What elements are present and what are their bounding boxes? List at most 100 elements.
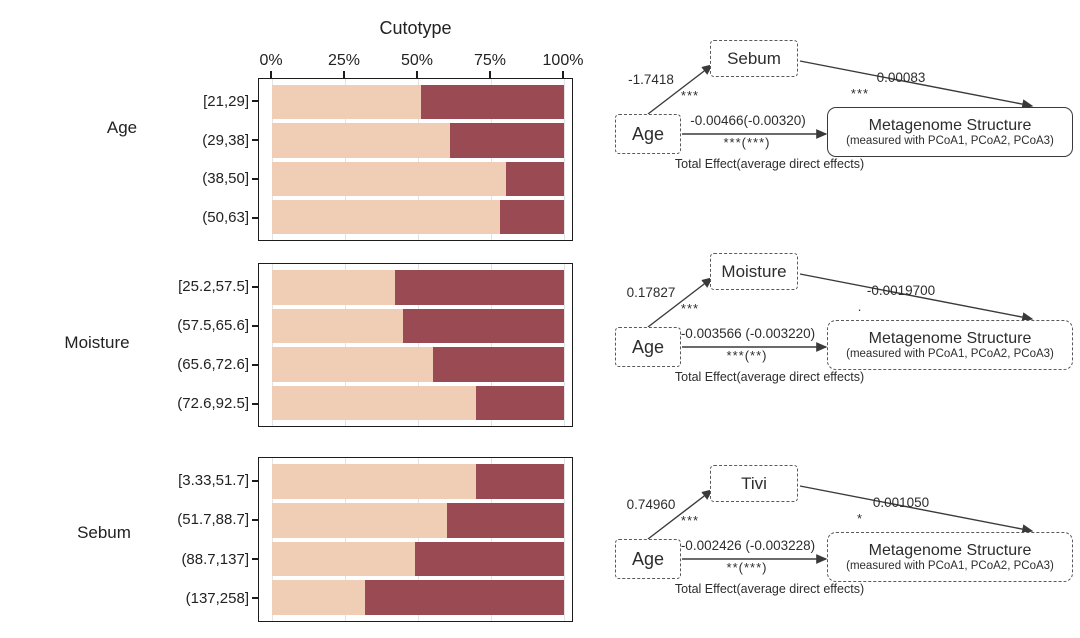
- x-axis-tick-mark: [489, 71, 491, 78]
- category-tick-mark: [252, 363, 258, 366]
- category-tick-mark: [252, 324, 258, 327]
- path-c-significance: ***(**): [726, 348, 768, 363]
- stacked-bar: [272, 385, 564, 420]
- category-row: [21,29]: [130, 84, 258, 119]
- exposure-node: Age: [615, 327, 681, 367]
- category-row: (50,63]: [130, 200, 258, 235]
- category-tick-mark: [252, 285, 258, 288]
- cutotype2-segment: [403, 308, 564, 343]
- category-tick-mark: [252, 177, 258, 180]
- outcome-title: Metagenome Structure: [868, 329, 1032, 347]
- category-tick-mark: [252, 597, 258, 600]
- path-b-significance: .: [857, 299, 863, 314]
- x-axis-tick-label: 0%: [259, 52, 283, 69]
- cutotype1-segment: [272, 123, 451, 158]
- mediator-node: Sebum: [710, 40, 798, 77]
- facet-label-moisture: Moisture: [64, 333, 130, 352]
- gridline: [272, 264, 273, 426]
- bar-chart-moisture: [25.2,57.5](57.5,65.6](65.6,72.6](72.6,9…: [130, 263, 573, 427]
- x-axis-tick-mark: [416, 71, 418, 78]
- category-label: (38,50]: [202, 170, 249, 188]
- total-effect-footnote: Total Effect(average direct effects): [674, 370, 865, 384]
- facet-label-sebum: Sebum: [77, 523, 131, 542]
- category-label: (29,38]: [202, 131, 249, 149]
- bar-area: [259, 79, 572, 240]
- category-label: (72.6,92.5]: [177, 395, 249, 412]
- x-axis-tick-label: 100%: [542, 52, 584, 69]
- total-effect-footnote: Total Effect(average direct effects): [674, 157, 865, 171]
- category-label: [3.33,51.7]: [178, 472, 249, 490]
- gridline: [564, 79, 565, 240]
- stacked-bar: [272, 85, 564, 120]
- stacked-bar: [272, 123, 564, 158]
- path-c-coefficient: -0.003566 (-0.003220): [680, 326, 816, 341]
- category-label: (137,258]: [185, 589, 249, 607]
- category-tick-mark: [252, 518, 258, 521]
- gridline: [345, 458, 346, 621]
- category-label: (88.7,137]: [181, 550, 249, 568]
- category-tick-mark: [252, 216, 258, 219]
- outcome-title: Metagenome Structure: [868, 116, 1032, 134]
- cutotype1-segment: [272, 464, 477, 499]
- cutotype1-segment: [272, 347, 433, 382]
- cutotype2-segment: [365, 580, 564, 615]
- outcome-node: Metagenome Structure (measured with PCoA…: [827, 532, 1073, 582]
- outcome-node: Metagenome Structure (measured with PCoA…: [827, 107, 1073, 157]
- category-row: (88.7,137]: [130, 542, 258, 577]
- mediator-label: Tivi: [741, 473, 767, 493]
- gridline: [491, 458, 492, 621]
- path-a-coefficient: 0.74960: [626, 497, 676, 512]
- cutotype2-segment: [420, 85, 564, 120]
- cutotype1-segment: [272, 161, 506, 196]
- outcome-subtitle: (measured with PCoA1, PCoA2, PCoA3): [846, 134, 1054, 147]
- outcome-subtitle: (measured with PCoA1, PCoA2, PCoA3): [846, 347, 1054, 360]
- path-c-significance: **(***): [726, 560, 768, 575]
- category-row: (65.6,72.6]: [130, 347, 258, 382]
- x-axis-tick-mark: [562, 71, 564, 78]
- category-label: (50,63]: [202, 209, 249, 227]
- category-row: (38,50]: [130, 162, 258, 197]
- cutotype2-segment: [476, 385, 564, 420]
- mediator-label: Sebum: [727, 48, 781, 68]
- exposure-label: Age: [631, 336, 665, 357]
- category-label: [21,29]: [203, 92, 249, 110]
- category-label: [25.2,57.5]: [178, 278, 249, 295]
- category-tick-mark: [252, 479, 258, 482]
- path-b-coefficient: -0.0019700: [866, 283, 936, 298]
- x-axis-tick-label: 25%: [327, 52, 361, 69]
- category-axis: [3.33,51.7](51.7,88.7](88.7,137](137,258…: [130, 457, 258, 622]
- cutotype1-segment: [272, 270, 395, 305]
- category-tick-mark: [252, 402, 258, 405]
- gridline: [564, 264, 565, 426]
- cutotype2-segment: [505, 161, 564, 196]
- cutotype2-segment: [432, 347, 564, 382]
- outcome-subtitle: (measured with PCoA1, PCoA2, PCoA3): [846, 559, 1054, 572]
- chart-panel: [258, 263, 573, 427]
- gridline: [345, 79, 346, 240]
- gridline: [491, 79, 492, 240]
- chart-panel: [258, 78, 573, 241]
- category-row: [3.33,51.7]: [130, 463, 258, 498]
- path-a-significance: ***: [680, 88, 700, 103]
- path-a-significance: ***: [680, 301, 700, 316]
- gridline: [418, 79, 419, 240]
- facet-label-age: Age: [106, 118, 138, 137]
- cutotype2-segment: [450, 123, 564, 158]
- bar-chart-age: [21,29] (29,38] (38,50] (50,63]: [130, 78, 573, 241]
- stacked-bar: [272, 541, 564, 577]
- outcome-node: Metagenome Structure (measured with PCoA…: [827, 320, 1073, 370]
- cutotype2-segment: [499, 199, 564, 234]
- stacked-bar: [272, 199, 564, 234]
- cutotype1-segment: [272, 580, 366, 615]
- total-effect-footnote: Total Effect(average direct effects): [674, 582, 865, 596]
- stacked-bar: [272, 464, 564, 499]
- cutotype2-segment: [415, 541, 564, 577]
- gridline: [564, 458, 565, 621]
- mediation-diagram-moisture: Moisture Age Metagenome Structure (measu…: [600, 248, 1080, 426]
- path-c-significance: ***(***): [723, 135, 771, 150]
- gridline: [272, 79, 273, 240]
- cutotype2-segment: [476, 464, 564, 499]
- category-row: (72.6,92.5]: [130, 386, 258, 421]
- cutotype2-segment: [394, 270, 564, 305]
- bar-chart-sebum: [3.33,51.7](51.7,88.7](88.7,137](137,258…: [130, 457, 573, 622]
